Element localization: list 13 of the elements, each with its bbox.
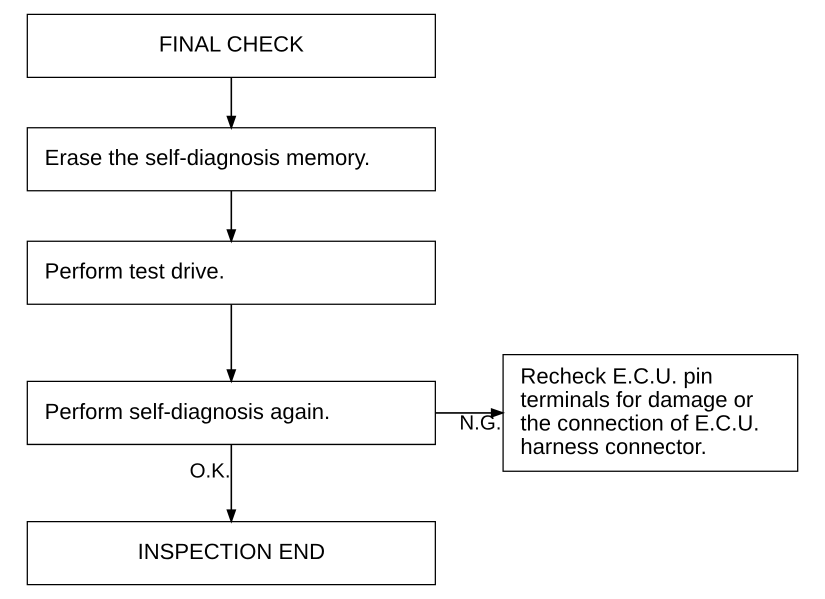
arrow xyxy=(226,444,236,524)
node-box: Erase the self-diagnosis memory. xyxy=(26,127,436,192)
node-box: Perform test drive. xyxy=(26,240,436,305)
arrow xyxy=(226,78,236,130)
arrow xyxy=(226,191,236,244)
arrow xyxy=(436,408,506,418)
edge-label: O.K. xyxy=(190,459,231,482)
node-box: FINAL CHECK xyxy=(26,14,436,78)
arrow xyxy=(226,304,236,384)
edge-label: N.G. xyxy=(459,411,502,434)
node-box: Recheck E.C.U. pin terminals for damage or the connection of E.C.U. harness connector. xyxy=(502,354,798,472)
node-box: Perform self-diagnosis again. xyxy=(26,380,436,446)
node-box: INSPECTION END xyxy=(26,521,436,586)
